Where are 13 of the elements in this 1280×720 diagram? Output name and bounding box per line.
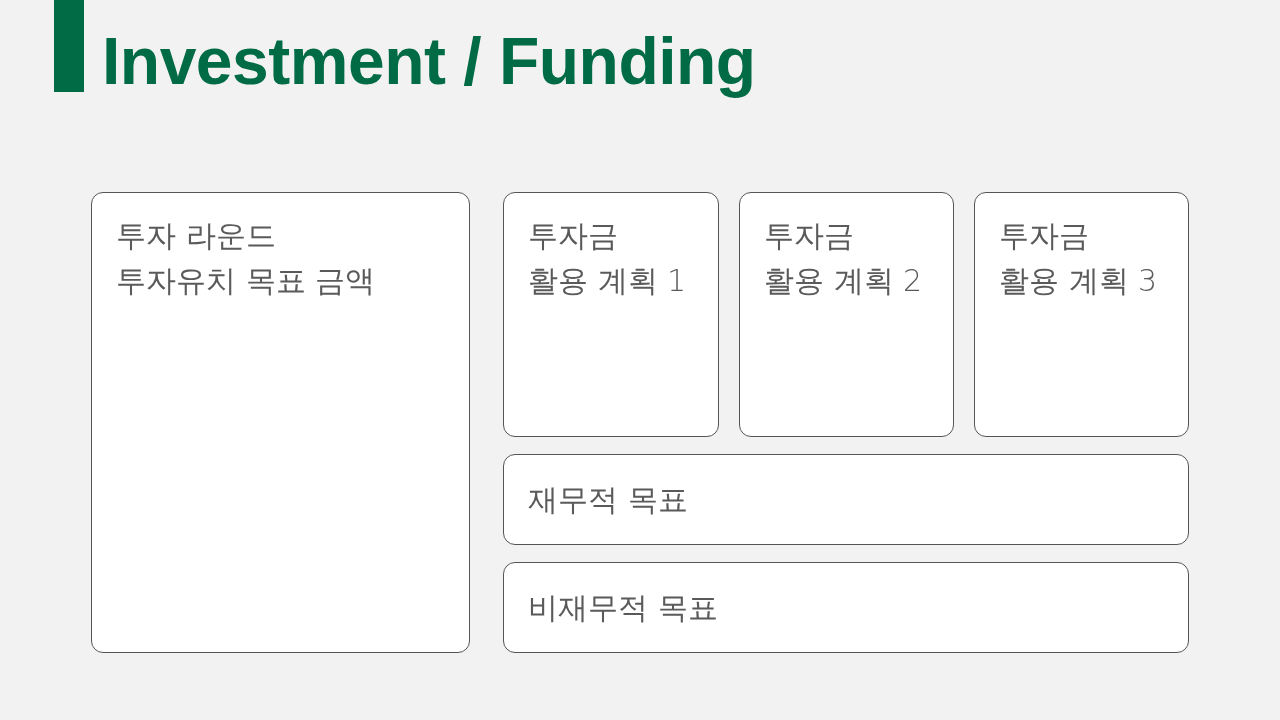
text-panel bbox=[503, 192, 719, 437]
page-title: Investment / Funding bbox=[102, 23, 756, 100]
text-panel bbox=[503, 562, 1189, 653]
panel-label: 투자금 활용 계획 3 bbox=[999, 217, 1158, 300]
panel-label: 비재무적 목표 bbox=[528, 589, 718, 627]
text-panel bbox=[739, 192, 954, 437]
text-panel bbox=[91, 192, 470, 653]
panel-label: 투자금 활용 계획 1 bbox=[528, 217, 687, 300]
text-panel bbox=[503, 454, 1189, 545]
text-panel bbox=[974, 192, 1189, 437]
panel-label: 투자 라운드 투자유치 목표 금액 bbox=[116, 217, 376, 300]
panel-label: 재무적 목표 bbox=[528, 481, 688, 519]
panel-label: 투자금 활용 계획 2 bbox=[764, 217, 923, 300]
